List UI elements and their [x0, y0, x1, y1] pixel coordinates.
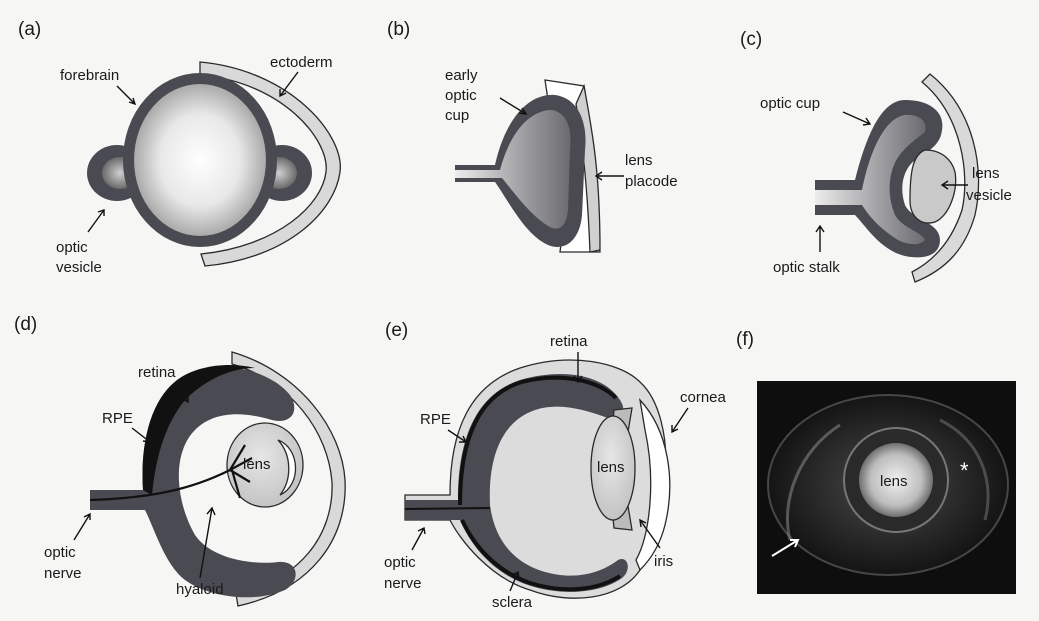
panel-c: (c) optic cup lens vesicle optic stalk	[740, 29, 1012, 282]
label-lens-vesicle-1: lens	[972, 165, 1000, 182]
arrow-cornea	[672, 408, 688, 432]
label-optic-nerve-e-1: optic	[384, 554, 416, 571]
label-lens-placode-2: placode	[625, 173, 678, 190]
label-asterisk: *	[960, 458, 969, 483]
label-early-1: early	[445, 67, 478, 84]
label-optic-vesicle-2: vesicle	[56, 259, 102, 276]
label-lens-f: lens	[880, 473, 908, 490]
label-hyaloid: hyaloid	[176, 581, 224, 598]
label-retina-d: retina	[138, 364, 176, 381]
label-early-3: cup	[445, 107, 469, 124]
arrow-early-optic-cup	[500, 98, 526, 114]
panel-a-letter: (a)	[18, 19, 41, 40]
optic-nerve-e-line	[405, 508, 490, 509]
arrow-optic-nerve-e	[412, 528, 425, 550]
label-optic-vesicle-1: optic	[56, 239, 88, 256]
arrow-lens-placode	[596, 172, 624, 180]
label-rpe-d: RPE	[102, 410, 133, 427]
panel-c-letter: (c)	[740, 29, 762, 50]
label-optic-nerve-d-1: optic	[44, 544, 76, 561]
label-ectoderm: ectoderm	[270, 54, 333, 71]
panel-b: (b) early optic cup lens placode	[387, 19, 678, 252]
label-early-2: optic	[445, 87, 477, 104]
label-cornea: cornea	[680, 389, 727, 406]
label-forebrain: forebrain	[60, 67, 119, 84]
panel-e-letter: (e)	[385, 320, 408, 341]
arrow-optic-cup	[843, 112, 870, 125]
panel-b-letter: (b)	[387, 19, 410, 40]
label-optic-cup: optic cup	[760, 95, 820, 112]
label-rpe-e: RPE	[420, 411, 451, 428]
forebrain-lumen	[134, 84, 266, 236]
label-sclera: sclera	[492, 594, 533, 611]
arrow-forebrain	[117, 86, 135, 104]
label-lens-d: lens	[243, 456, 271, 473]
label-retina-e: retina	[550, 333, 588, 350]
panel-f: (f) lens *	[736, 329, 1016, 594]
panel-d: (d) retina RPE lens optic nerve hyaloid	[14, 314, 345, 606]
label-lens-placode-1: lens	[625, 152, 653, 169]
panel-f-letter: (f)	[736, 329, 754, 350]
panel-d-letter: (d)	[14, 314, 37, 335]
label-optic-nerve-e-2: nerve	[384, 575, 422, 592]
arrow-optic-stalk	[816, 226, 824, 252]
lens-vesicle-shape	[910, 150, 956, 223]
arrow-optic-nerve-d	[74, 514, 90, 540]
label-iris: iris	[654, 553, 673, 570]
label-optic-nerve-d-2: nerve	[44, 565, 82, 582]
arrow-optic-vesicle	[88, 210, 104, 232]
panel-a: (a) forebrain ectoderm optic vesicle	[18, 19, 340, 276]
panel-e: (e) retina RPE cornea lens iris optic ne…	[384, 320, 727, 611]
label-lens-e: lens	[597, 459, 625, 476]
label-lens-vesicle-2: vesicle	[966, 187, 1012, 204]
label-optic-stalk: optic stalk	[773, 259, 840, 276]
